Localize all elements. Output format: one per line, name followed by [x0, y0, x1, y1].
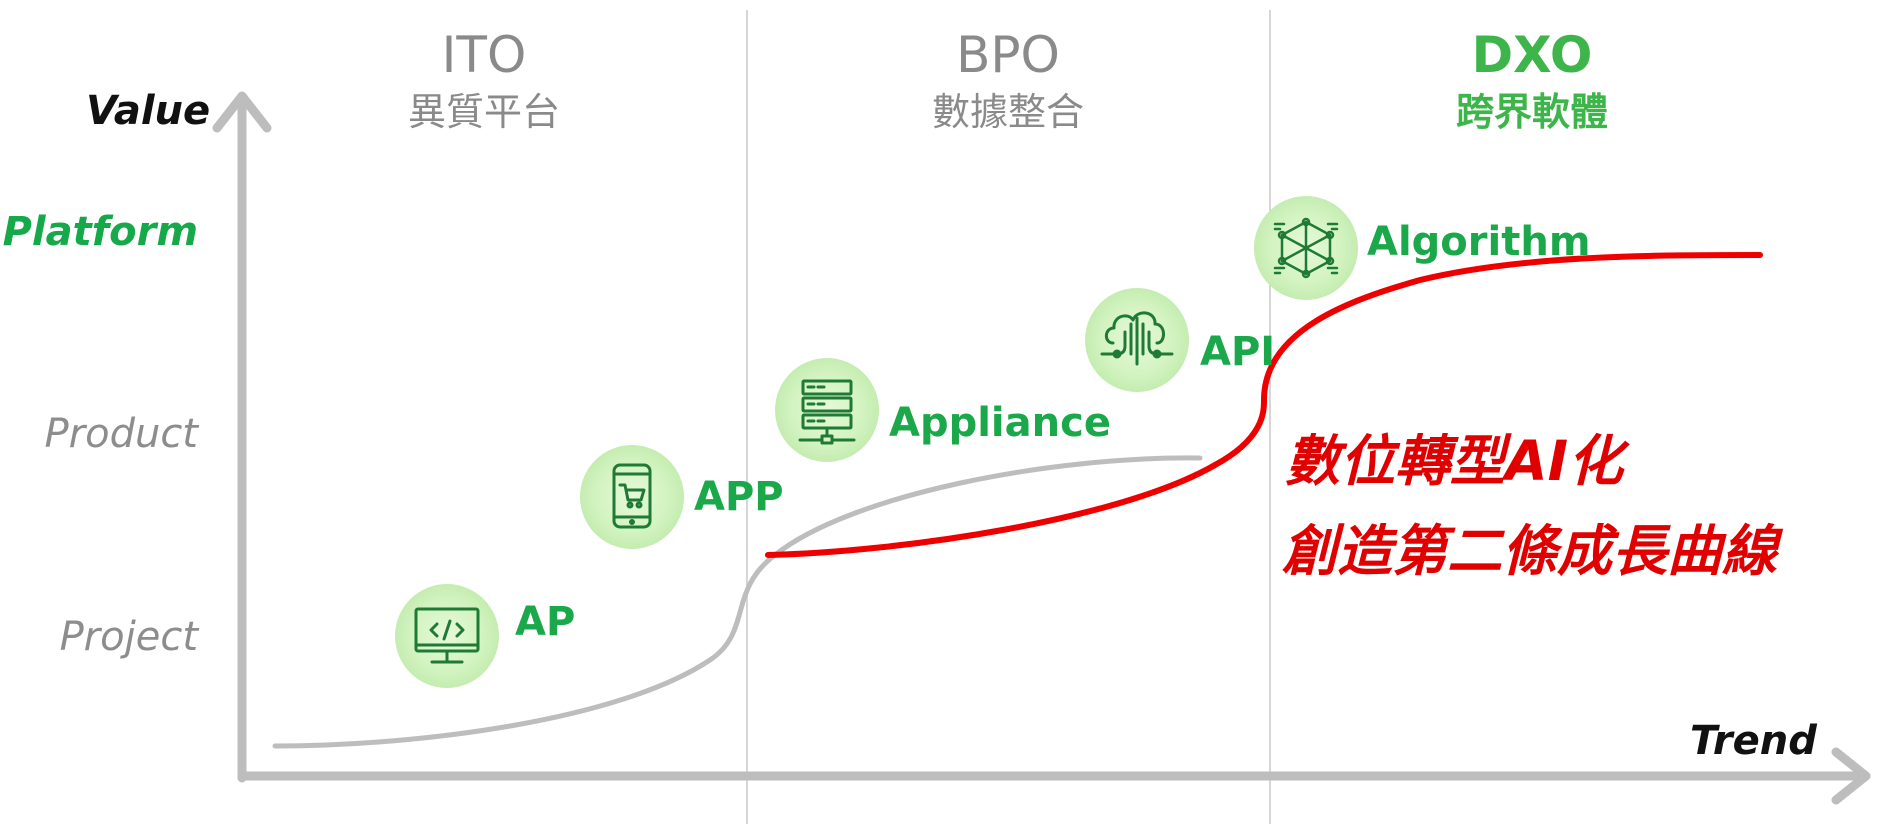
tagline: 數位轉型AI化 創造第二條成長曲線	[1282, 429, 1784, 583]
tagline-line-1: 數位轉型AI化	[1285, 429, 1630, 493]
tagline-line-2: 創造第二條成長曲線	[1282, 519, 1784, 583]
tech-api: API	[1085, 288, 1275, 392]
phase-subtitle: 數據整合	[932, 90, 1084, 134]
tech-appliance: Appliance	[775, 358, 1111, 462]
cloud-network-icon	[1100, 311, 1174, 366]
level-project: Project	[60, 614, 200, 660]
tech-label: AP	[515, 599, 575, 645]
phase-title: ITO	[442, 26, 527, 84]
phase-title: BPO	[956, 26, 1060, 84]
level-platform: Platform	[3, 209, 198, 255]
first-growth-curve	[272, 455, 1203, 749]
tech-label: APP	[694, 474, 784, 520]
level-product: Product	[45, 411, 200, 457]
phase-bpo-header: BPO 數據整合	[932, 26, 1084, 134]
server-stack-icon	[798, 379, 856, 445]
phase-subtitle: 異質平台	[408, 90, 560, 134]
phase-ito-header: ITO 異質平台	[408, 26, 560, 134]
x-axis-label: Trend	[1690, 718, 1817, 764]
cube-network-icon	[1273, 217, 1339, 279]
phase-dxo-header: DXO 跨界軟體	[1456, 26, 1608, 134]
phase-subtitle: 跨界軟體	[1456, 90, 1608, 134]
monitor-code-icon	[414, 607, 480, 664]
trend-axis	[237, 747, 1871, 805]
tech-label: API	[1200, 329, 1275, 375]
tech-label: Algorithm	[1367, 219, 1591, 265]
mobile-cart-icon	[612, 463, 652, 529]
value-axis	[212, 91, 272, 783]
second-growth-curve	[765, 252, 1763, 558]
phase-title: DXO	[1472, 26, 1593, 84]
tech-app: APP	[580, 445, 784, 549]
y-axis-label: Value	[86, 88, 210, 134]
tech-ap: AP	[395, 584, 575, 688]
tech-algorithm: Algorithm	[1254, 196, 1591, 300]
tech-label: Appliance	[889, 400, 1111, 446]
